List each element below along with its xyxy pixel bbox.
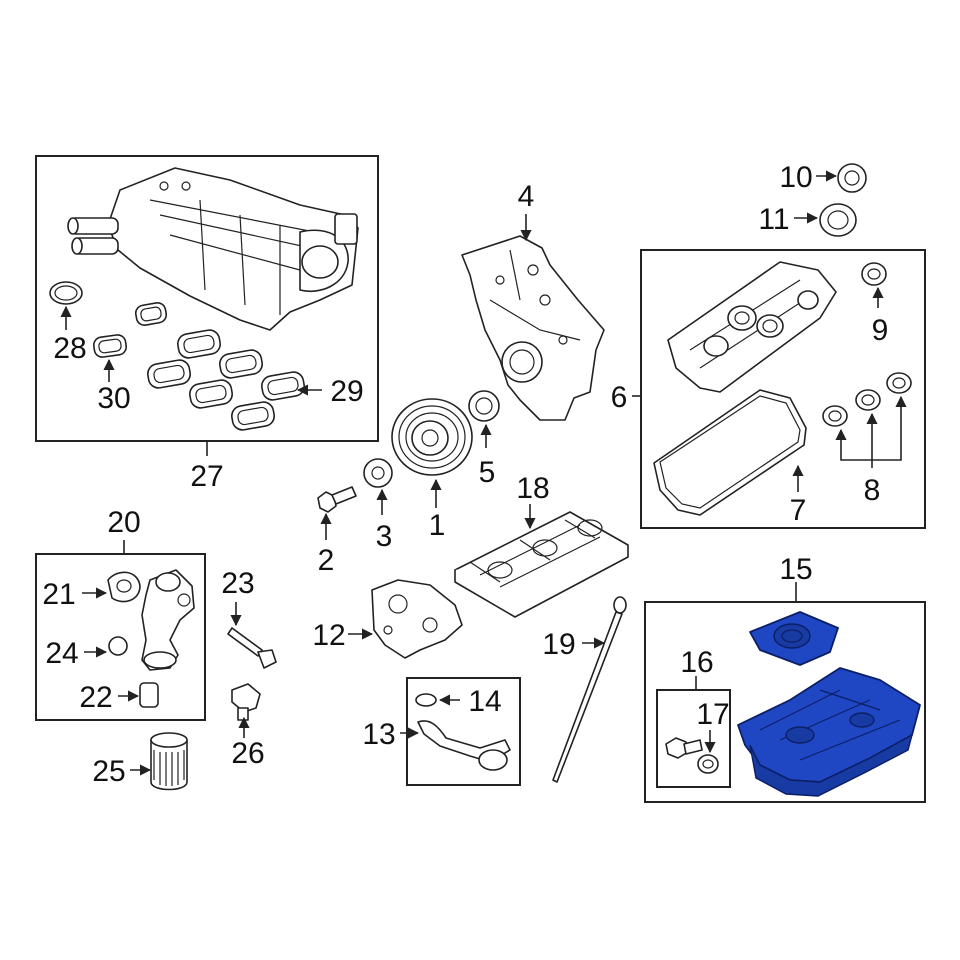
oil-filler-cap-10-part[interactable]: [837, 163, 867, 193]
callout-12: 12: [312, 619, 345, 652]
plug-24-part[interactable]: [108, 636, 128, 656]
callout-3: 3: [376, 520, 393, 553]
front-seal-5-part[interactable]: [468, 390, 500, 422]
seal-ring-28-part[interactable]: [49, 281, 83, 305]
leader-lines: [60, 170, 907, 776]
drain-plug-16-part[interactable]: [665, 737, 703, 759]
oil-filter-adapter-group-frame: [35, 553, 206, 721]
gasket-30-part[interactable]: [92, 334, 128, 358]
callout-29: 29: [330, 375, 363, 408]
intake-manifold-part[interactable]: [67, 167, 359, 331]
filler-seal-11-part[interactable]: [819, 203, 857, 237]
callout-26: 26: [231, 737, 264, 770]
callout-30: 30: [97, 382, 130, 415]
callout-18: 18: [516, 472, 549, 505]
washer-3-part[interactable]: [363, 458, 393, 488]
oil-pump-12-part[interactable]: [371, 579, 463, 659]
seal-9-part[interactable]: [861, 262, 887, 286]
callout-23: 23: [221, 567, 254, 600]
crank-bolt-2-part[interactable]: [317, 486, 357, 513]
callout-14: 14: [468, 685, 501, 718]
bearing-ladder-18-part[interactable]: [454, 511, 629, 618]
callout-1: 1: [429, 509, 446, 542]
sensor-26-part[interactable]: [231, 683, 261, 721]
callout-7: 7: [790, 494, 807, 527]
timing-cover-4-part[interactable]: [461, 235, 605, 421]
pickup-seal-14-part[interactable]: [415, 693, 437, 707]
callout-19: 19: [542, 628, 575, 661]
callout-4: 4: [518, 180, 535, 213]
bolt-23-part[interactable]: [227, 627, 277, 669]
callout-15: 15: [779, 553, 812, 586]
valve-cover-gasket-7-part[interactable]: [653, 389, 807, 516]
callout-5: 5: [479, 456, 496, 489]
drain-washer-17-part[interactable]: [697, 754, 719, 774]
tube-seals-8-part[interactable]: [822, 372, 912, 427]
dipstick-19-part[interactable]: [552, 596, 627, 783]
callout-13: 13: [362, 718, 395, 751]
callout-6: 6: [611, 381, 628, 414]
oil-pan-15-part[interactable]: [737, 611, 921, 797]
oil-pan-group-frame: [644, 601, 926, 803]
crank-pulley-1-part[interactable]: [391, 398, 473, 476]
oil-filter-adapter-20-part[interactable]: [141, 569, 195, 671]
callout-numbers: 27 28 30 29 4 5 1 3 2 18 6 7 8 9 10 11 1…: [42, 161, 888, 788]
drain-plug-group-frame: [656, 689, 731, 788]
callout-8: 8: [864, 474, 881, 507]
callout-21: 21: [42, 578, 75, 611]
callout-9: 9: [872, 314, 889, 347]
callout-16: 16: [680, 646, 713, 679]
callout-24: 24: [45, 637, 78, 670]
callout-28: 28: [53, 332, 86, 365]
callout-10: 10: [779, 161, 812, 194]
callout-2: 2: [318, 544, 335, 577]
callout-27: 27: [190, 460, 223, 493]
oil-filter-25-part[interactable]: [150, 732, 188, 791]
callout-20: 20: [107, 506, 140, 539]
sleeve-22-part[interactable]: [139, 682, 159, 708]
oil-pickup-tube-13-part[interactable]: [417, 720, 511, 771]
gasket-21-part[interactable]: [107, 571, 141, 603]
valve-cover-6-part[interactable]: [667, 261, 837, 393]
intake-gaskets-29-part[interactable]: [134, 302, 305, 432]
oil-pickup-group-frame: [406, 677, 521, 786]
callout-17: 17: [696, 698, 729, 731]
callout-11: 11: [758, 203, 789, 236]
callout-22: 22: [79, 681, 112, 714]
valve-cover-group-frame: [640, 249, 926, 529]
callout-25: 25: [92, 755, 125, 788]
